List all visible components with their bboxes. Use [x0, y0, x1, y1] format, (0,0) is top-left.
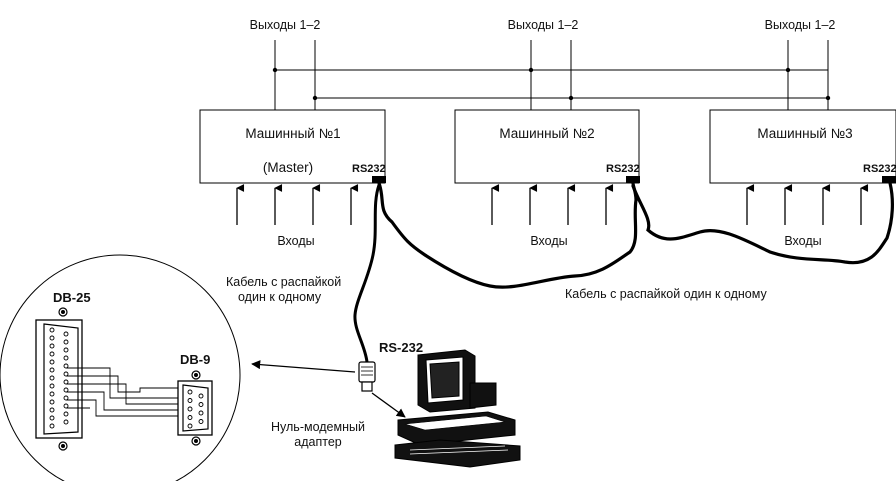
machine-role-1: (Master) — [263, 160, 313, 175]
connector-detail-circle — [0, 254, 241, 481]
db25-pin — [49, 359, 55, 365]
rs232-port-blocks — [372, 176, 896, 183]
machine-port-2: RS232 — [606, 163, 640, 175]
db25-pin — [63, 411, 69, 417]
inputs-label-2: Входы — [530, 234, 567, 248]
adapter-label-line1: Нуль-модемный — [271, 420, 365, 434]
db25-pin — [49, 327, 55, 333]
null-modem-wiring — [66, 367, 178, 417]
db9-pin — [198, 402, 204, 407]
machine-box-1 — [199, 109, 386, 184]
machine-box-3 — [709, 109, 896, 184]
db25-pin — [63, 419, 69, 425]
outputs-label-2: Выходы 1–2 — [508, 18, 579, 32]
machine-box-2 — [454, 109, 640, 184]
db9-pin — [198, 410, 204, 416]
db25-pin — [49, 343, 55, 349]
db9-pin — [187, 423, 193, 429]
db25-pin — [49, 423, 55, 429]
db9-pin — [187, 406, 193, 412]
db25-pin — [63, 371, 69, 377]
arrow-to-connector-detail — [251, 360, 356, 373]
db9-pins — [187, 389, 204, 429]
db25-pin — [63, 339, 69, 345]
db25-label: DB-25 — [53, 290, 91, 305]
input-arrows — [236, 184, 869, 225]
db9-pin — [198, 419, 204, 424]
db25-pins — [49, 327, 69, 429]
db25-pin — [49, 399, 55, 405]
db25-pin — [63, 355, 69, 361]
cable-pc-label-line2: один к одному — [238, 290, 322, 304]
inputs-label-1: Входы — [277, 234, 314, 248]
inputs-label-3: Входы — [784, 234, 821, 248]
db25-pin — [49, 335, 55, 341]
db25-pin — [63, 347, 69, 353]
arrow-to-computer — [371, 392, 406, 418]
db9-pin — [187, 415, 193, 420]
db9-pin — [187, 398, 193, 403]
adapter-label-line2: адаптер — [294, 435, 342, 449]
db25-pin — [63, 363, 69, 369]
db25-pin — [49, 375, 55, 381]
db25-pin — [63, 403, 69, 409]
db25-pin — [49, 367, 55, 373]
pc-cable — [353, 183, 381, 364]
cable-pc-label-line1: Кабель с распайкой — [226, 275, 341, 289]
machine-title-1: Машинный №1 — [245, 126, 340, 141]
machine-port-3: RS232 — [863, 163, 896, 175]
db25-pin — [49, 351, 55, 357]
db25-pin — [63, 395, 69, 401]
db9-label: DB-9 — [180, 352, 210, 367]
db25-pin — [63, 379, 69, 385]
db9-pin — [198, 393, 204, 399]
db25-pin — [63, 387, 69, 393]
db25-pin — [49, 415, 55, 421]
computer-icon — [394, 349, 521, 468]
cable-chain-label: Кабель с распайкой один к одному — [565, 287, 767, 301]
pc-port-label: RS-232 — [379, 340, 423, 355]
db25-pin — [49, 391, 55, 397]
db9-pin — [187, 389, 193, 395]
bus-junction-dots — [272, 67, 831, 101]
db25-connector-icon — [35, 307, 83, 451]
db25-pin — [49, 407, 55, 413]
outputs-label-1: Выходы 1–2 — [250, 18, 321, 32]
null-modem-adapter-icon — [358, 361, 376, 392]
output-bus — [274, 40, 829, 110]
machine-title-2: Машинный №2 — [499, 126, 594, 141]
machine-port-1: RS232 — [352, 163, 386, 175]
db9-connector-icon — [177, 370, 213, 446]
outputs-label-3: Выходы 1–2 — [765, 18, 836, 32]
daisy-chain-cable — [377, 181, 894, 289]
db25-pin — [49, 383, 55, 389]
db25-pin — [63, 331, 69, 337]
machine-title-3: Машинный №3 — [757, 126, 852, 141]
